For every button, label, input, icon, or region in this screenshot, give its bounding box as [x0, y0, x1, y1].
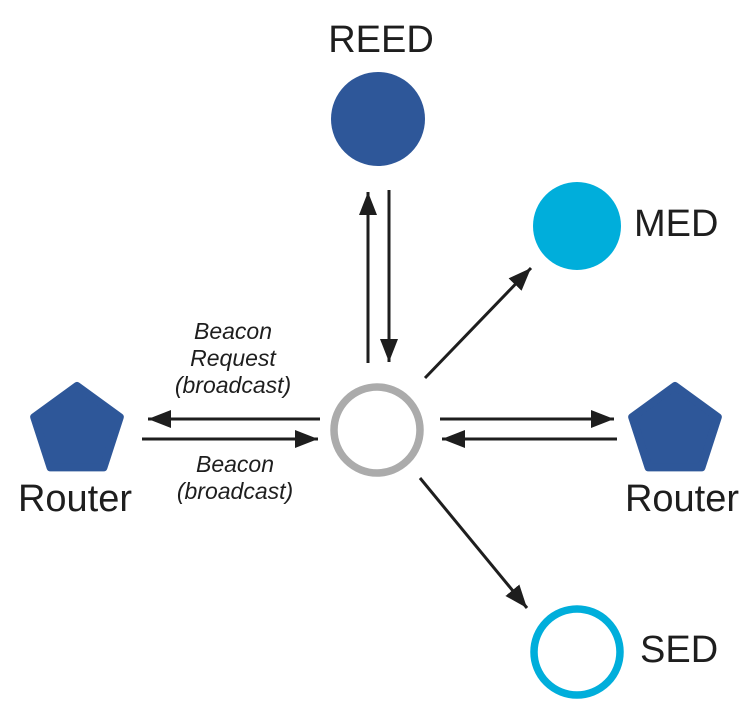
sed-node-circle: [530, 605, 624, 699]
beacon-request-edge-label: Beacon Request (broadcast): [174, 318, 292, 399]
right-router-node-label: Router: [624, 478, 740, 520]
arrow-center-to-med: [423, 266, 533, 380]
beacon-edge-label: Beacon (broadcast): [176, 451, 294, 505]
left-router-node-label: Router: [17, 478, 133, 520]
arrow-center-to-sed: [418, 477, 529, 609]
left-router-pentagon: [30, 382, 124, 472]
reed-node-label: REED: [328, 19, 434, 61]
med-node-circle: [533, 182, 621, 270]
reed-node-circle: [331, 72, 425, 166]
med-node-label: MED: [634, 203, 719, 245]
right-router-pentagon: [628, 382, 722, 472]
joining-device-node-circle: [330, 383, 424, 477]
sed-node-label: SED: [640, 629, 719, 671]
